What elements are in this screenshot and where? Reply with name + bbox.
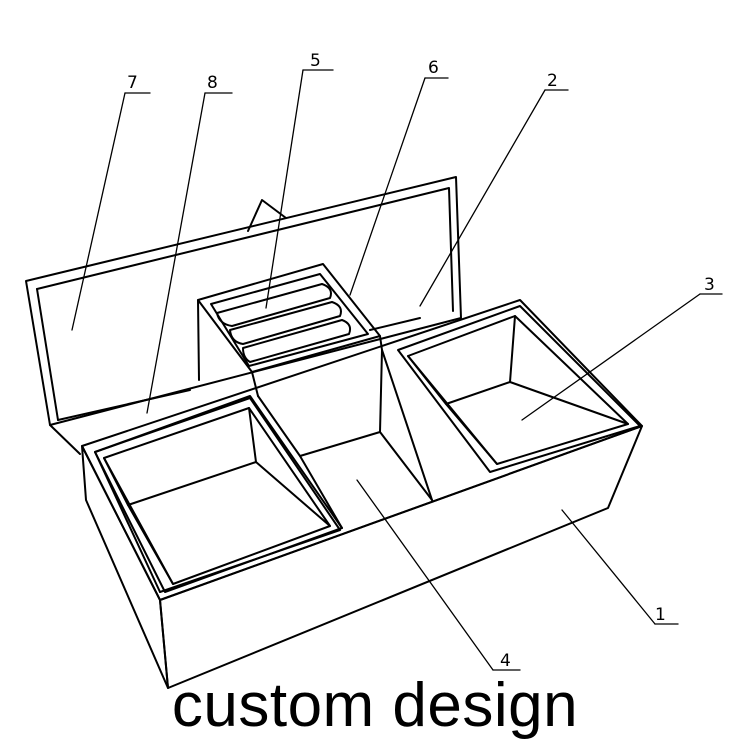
callout-label-7: 7 <box>127 73 138 93</box>
hinge-tab <box>247 199 287 232</box>
callout-label-2: 2 <box>547 71 558 91</box>
lid-panel <box>25 176 462 426</box>
callout-3: 3 <box>521 275 723 421</box>
insert-block <box>197 263 383 397</box>
caption-text: custom design <box>171 671 579 740</box>
callout-2: 2 <box>419 71 569 307</box>
callout-label-6: 6 <box>428 58 439 78</box>
callout-5: 5 <box>265 51 334 309</box>
left-compartment <box>94 395 343 593</box>
callout-label-3: 3 <box>704 275 715 295</box>
callout-8: 8 <box>146 73 233 414</box>
callout-7: 7 <box>71 73 151 331</box>
callout-label-4: 4 <box>500 651 511 671</box>
callout-label-8: 8 <box>207 73 218 93</box>
callout-label-5: 5 <box>310 51 321 71</box>
callout-label-1: 1 <box>655 605 666 625</box>
middle-compartment <box>257 349 433 529</box>
callout-1: 1 <box>561 509 679 625</box>
callout-4: 4 <box>356 479 521 671</box>
tray-floor-lines <box>49 317 421 455</box>
callout-6: 6 <box>349 58 449 296</box>
right-compartment <box>381 305 641 501</box>
